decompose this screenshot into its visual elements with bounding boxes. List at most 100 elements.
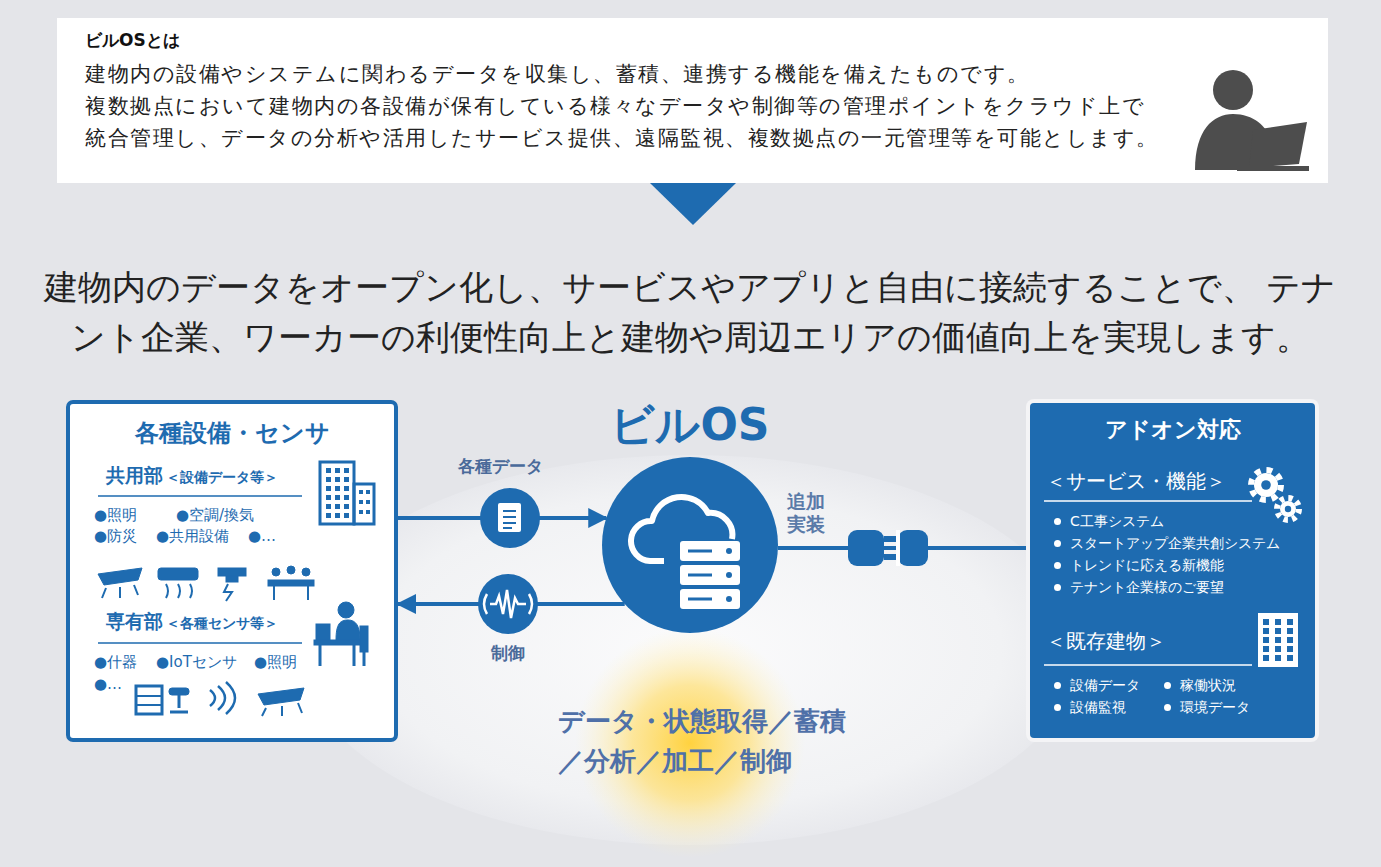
equipment-icons <box>268 580 314 586</box>
list-item: ●空調/換気 <box>176 506 254 525</box>
building-windows <box>335 477 340 482</box>
equipment-icons <box>136 696 162 705</box>
building-icon <box>354 484 374 524</box>
equipment-icons <box>218 568 246 576</box>
list-item: ●防災 <box>94 527 137 546</box>
intro-heading: ビルOSとは <box>85 30 180 51</box>
equipment-icons <box>302 568 310 576</box>
gear-icon <box>1285 506 1291 512</box>
building-icon <box>320 462 374 524</box>
building-icon <box>1287 655 1293 661</box>
building-icon <box>1287 619 1293 625</box>
connector-label: 制御 <box>491 642 525 665</box>
desk-worker-icon <box>363 652 366 666</box>
building-windows <box>344 504 349 509</box>
gear-icon <box>1254 473 1278 497</box>
equipment-icons <box>169 688 189 695</box>
gear-icon <box>1251 470 1299 520</box>
list-item: ●IoTセンサ <box>156 653 237 672</box>
gear-icon <box>1261 480 1271 490</box>
connector-label: 各種データ <box>458 455 543 478</box>
equipment-icons <box>274 586 308 600</box>
building-icon <box>1263 637 1269 643</box>
building-windows <box>335 486 340 491</box>
equipment-icons <box>136 686 162 714</box>
building-windows <box>344 513 349 518</box>
connector-label: 追加 実装 <box>785 490 827 536</box>
building-windows <box>366 500 370 504</box>
building-icon <box>1263 655 1269 661</box>
building-icon <box>1275 637 1281 643</box>
box-heading: 各種設備・センサ <box>70 418 394 448</box>
server-stack <box>680 541 740 609</box>
desk-worker-icon <box>336 620 360 640</box>
equipment-icons <box>98 566 314 716</box>
equipment-icons <box>210 682 235 714</box>
building-icon <box>320 462 354 524</box>
gear-icon <box>1251 470 1281 500</box>
list-item: 稼働状況 <box>1180 677 1236 695</box>
building-icon <box>1275 619 1281 625</box>
building-windows <box>344 468 349 473</box>
list-item: 設備データ <box>1070 677 1140 695</box>
building-windows <box>326 504 331 509</box>
equipment-icons <box>224 584 232 601</box>
building-windows <box>366 510 370 514</box>
server-stack <box>688 551 712 599</box>
building-windows <box>335 504 340 509</box>
section-heading: 共用部 <box>106 464 163 488</box>
section-heading: ＜サービス・機能＞ <box>1046 469 1226 494</box>
list-item: 環境データ <box>1180 699 1250 717</box>
equipment-icons <box>166 584 192 598</box>
building-windows <box>326 513 331 518</box>
list-item: 設備監視 <box>1070 699 1126 717</box>
addon-box: アドオン対応＜サービス・機能＞C工事システムスタートアップ企業共創システムトレン… <box>1030 403 1315 738</box>
gear-icon <box>1280 501 1296 517</box>
building-windows <box>335 468 340 473</box>
section-heading: 専有部 <box>106 610 163 634</box>
building-os-ellipse: データ・状態取得／蓄積 ／分析／加工／制御 ビルOS <box>300 455 1080 845</box>
intro-box: ビルOSとは建物内の設備やシステムに関わるデータを収集し、蓄積、連携する機能を備… <box>57 18 1328 183</box>
building-icon <box>1263 628 1269 634</box>
section-heading: ＜既存建物＞ <box>1046 629 1166 654</box>
cloud-circle-drawing <box>602 457 778 633</box>
desk-worker-icon <box>360 626 368 652</box>
equipment-icons <box>226 576 238 582</box>
building-windows <box>335 495 340 500</box>
building-icon <box>1275 655 1281 661</box>
equipment-box: 各種設備・センサ共用部＜設備データ等＞●照明●空調/換気●防災●共用設備●…専有… <box>66 400 398 742</box>
building-windows <box>326 468 331 473</box>
box-heading: アドオン対応 <box>1030 417 1315 444</box>
person-silhouette <box>1237 166 1309 171</box>
desk-worker-icon <box>316 624 330 640</box>
building-windows <box>344 495 349 500</box>
building-icon <box>1258 613 1298 667</box>
cloud-circle: ビルOS <box>602 457 778 633</box>
equipment-icons <box>287 566 295 574</box>
desk-worker-icon <box>314 640 360 645</box>
server-stack <box>726 548 732 554</box>
list-item: ●… <box>94 675 122 694</box>
building-windows <box>335 513 340 518</box>
section-underline <box>1044 501 1252 665</box>
equipment-icons <box>170 695 188 712</box>
building-windows <box>344 486 349 491</box>
building-windows <box>326 495 331 500</box>
equipment-icons <box>262 703 302 716</box>
building-windows <box>359 490 363 494</box>
headline: 建物内のデータをオープン化し、サービスやアプリと自由に接続することで、 テナント… <box>39 262 1341 362</box>
server-stack <box>726 596 732 602</box>
building-icon <box>1287 637 1293 643</box>
desk-worker-icon <box>320 645 354 666</box>
person-silhouette <box>1249 122 1307 168</box>
function-list: データ・状態取得／蓄積 ／分析／加工／制御 <box>558 701 854 781</box>
cloud-disc <box>602 457 778 633</box>
building-windows <box>344 477 349 482</box>
section-note: ＜各種センサ等＞ <box>166 615 278 633</box>
list-item: ●照明 <box>94 506 137 525</box>
building-windows <box>359 500 363 504</box>
desk-worker-icon <box>338 602 354 618</box>
server-stack <box>726 572 732 578</box>
building-icon <box>1287 628 1293 634</box>
equipment-icons <box>158 568 198 580</box>
